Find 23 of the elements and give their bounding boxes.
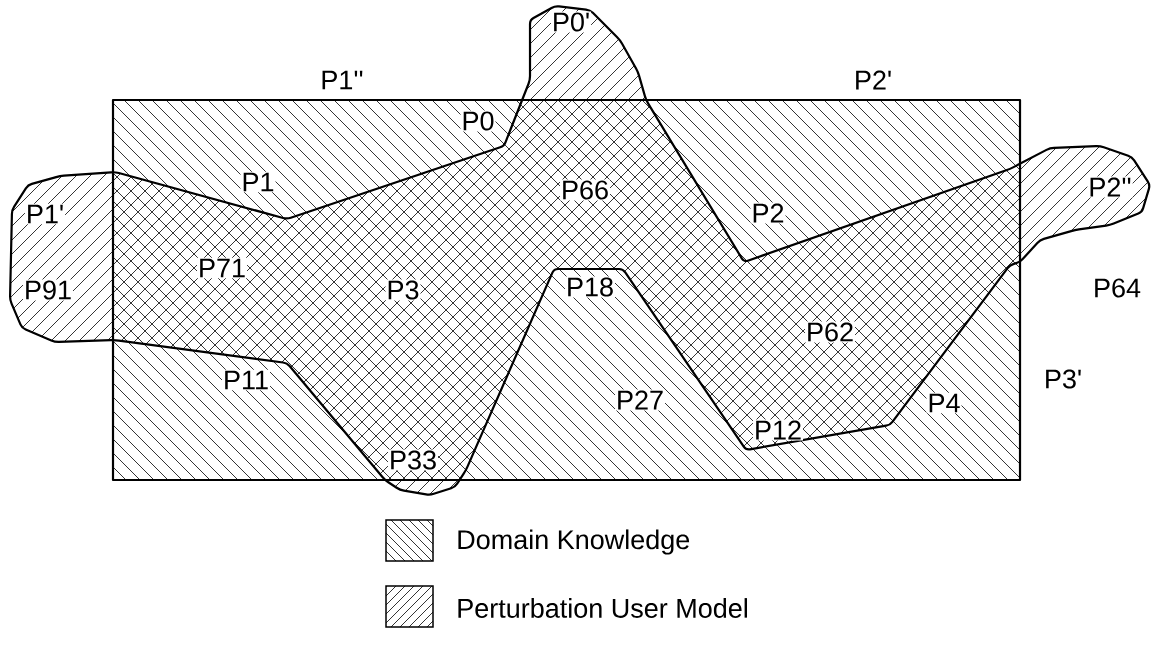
region-label: P0 [460, 110, 496, 132]
region-label: P1' [24, 203, 66, 225]
region-label: P62 [805, 321, 856, 343]
region-label: P1 [240, 171, 276, 193]
region-label: P1'' [319, 69, 365, 91]
region-label: P3 [385, 279, 421, 301]
region-label: P2'' [1087, 176, 1133, 198]
region-label: P91 [23, 279, 74, 301]
region-label: P0' [550, 11, 592, 33]
region-label: P11 [222, 369, 270, 391]
legend-label: Perturbation User Model [458, 598, 747, 618]
region-label: P2' [852, 69, 894, 91]
region-label: P3' [1042, 368, 1084, 390]
region-label: P33 [388, 449, 439, 471]
region-label: P64 [1092, 277, 1143, 299]
region-label: P66 [560, 179, 611, 201]
legend-label: Domain Knowledge [458, 529, 690, 555]
region-label: P12 [753, 419, 804, 441]
region-label: P4 [926, 392, 962, 414]
region-label: P18 [565, 276, 616, 298]
region-label: P71 [197, 257, 248, 279]
region-label: P27 [615, 389, 666, 411]
region-label: P2 [750, 202, 786, 224]
